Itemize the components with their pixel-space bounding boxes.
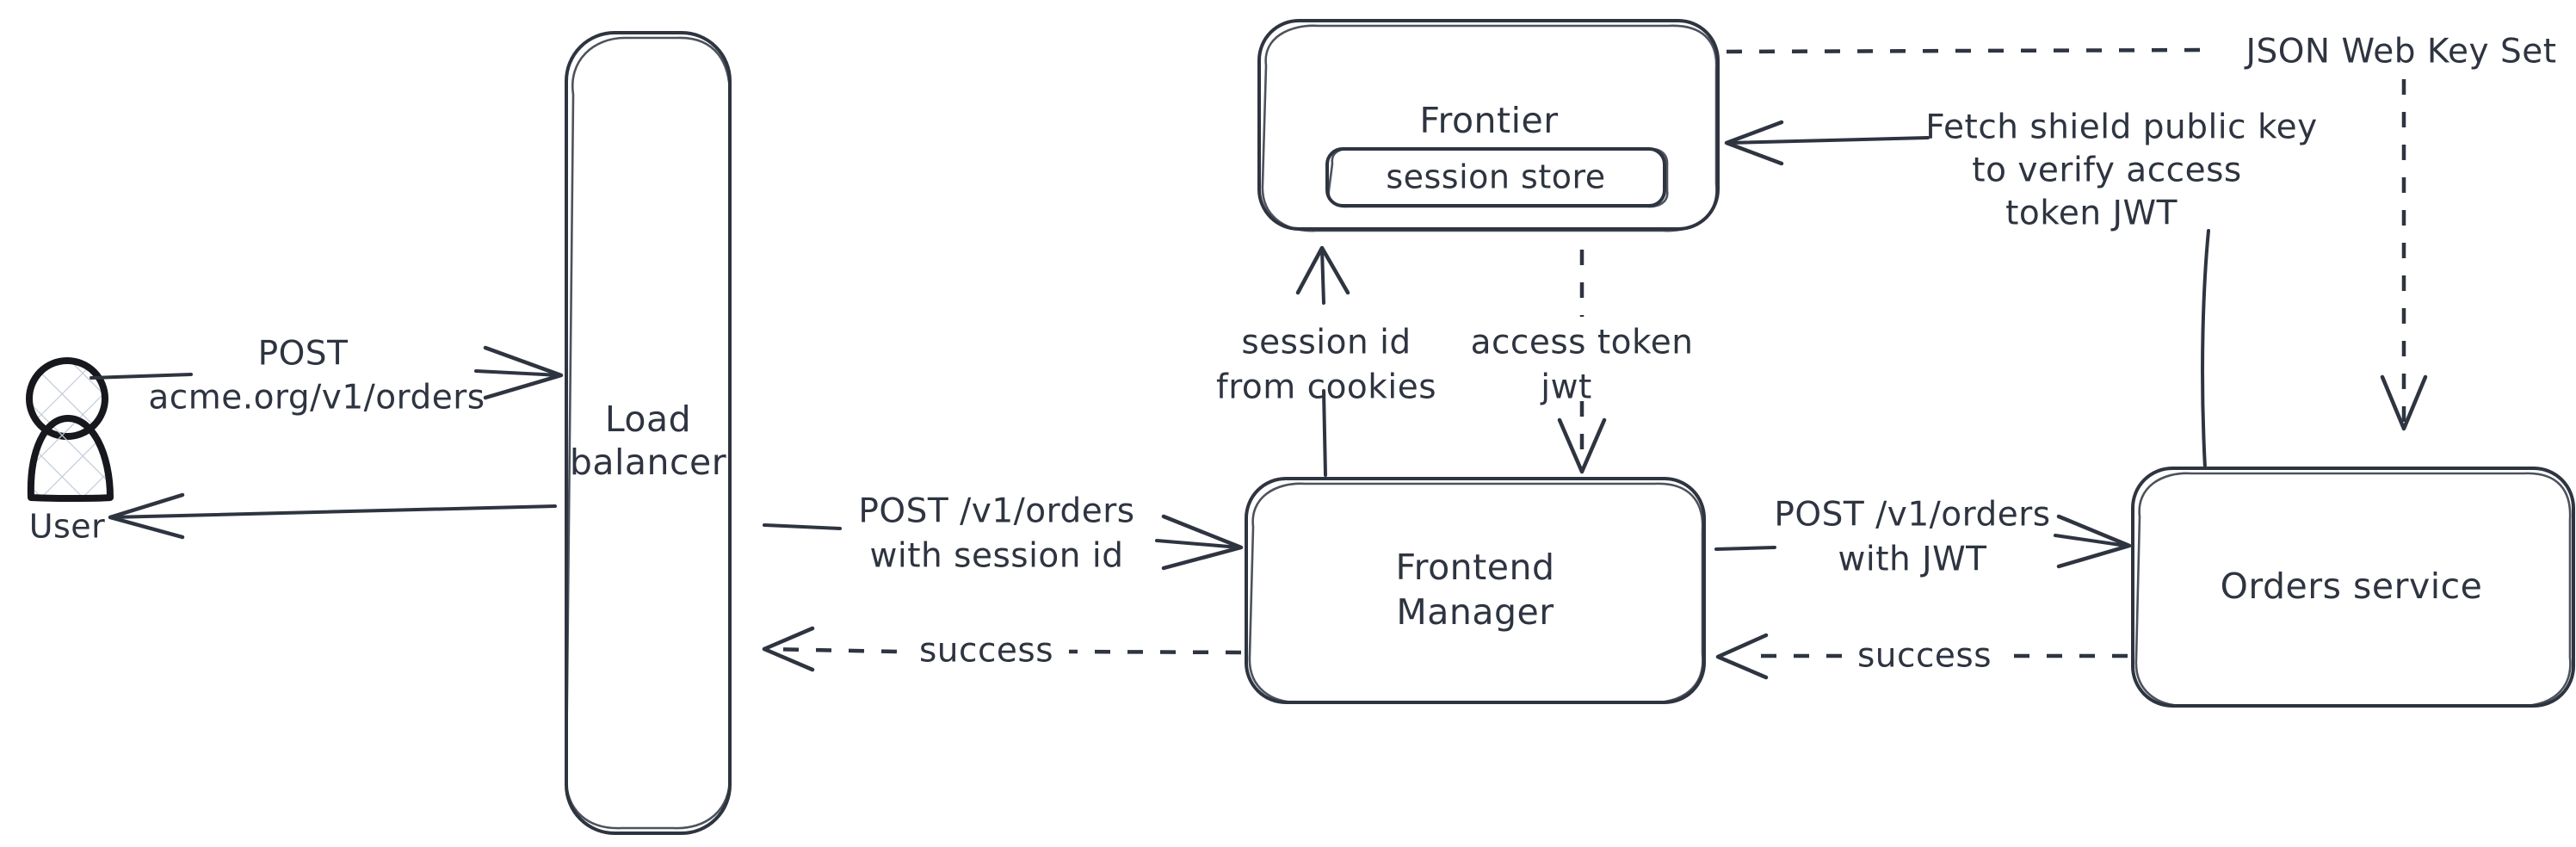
edge-orders-to-frontier-horizontal [1728,136,1930,145]
node-frontier-label: Frontier [1419,100,1558,141]
frontend-manager-shape-sketch [1248,482,1704,704]
edge-lb-to-fm-label-line2: with session id [870,537,1124,576]
edge-frontier-to-fm-arrowhead [1557,417,1607,474]
node-frontend-manager[interactable]: Frontend Manager [1245,477,1706,704]
frontier-shape-sketch [1261,24,1718,232]
edge-frontend-manager-to-frontier: session id from cookies [1216,245,1436,477]
edge-fm-to-orders-label-line2: with JWT [1838,541,1986,579]
frontend-manager-label-line1: Frontend [1396,547,1555,588]
frontend-manager-label-line2: Manager [1396,591,1554,633]
edge-user-to-lb-label-line2: acme.org/v1/orders [148,379,485,417]
edge-orders-to-fm-arrowhead [1715,633,1769,680]
edge-orders-to-fm-label: success [1857,637,1992,676]
edge-frontend-manager-to-orders-service: POST /v1/orders with JWT [1714,496,2132,579]
edge-frontier-to-fm-label-line2: jwt [1540,368,1592,407]
edge-fm-to-orders-label-line1: POST /v1/orders [1774,496,2050,535]
edge-lb-to-user-line [110,504,557,519]
edge-frontier-to-orders-horizontal [1726,47,2213,54]
edge-fm-to-lb-line-left [769,646,898,654]
edge-load-balancer-to-frontend-manager: POST /v1/orders with session id [763,492,1244,576]
edge-user-to-lb-line-right [474,369,561,377]
edge-user-to-load-balancer: POST acme.org/v1/orders [90,335,564,417]
edge-fm-to-lb-arrowhead [762,626,815,672]
edge-fm-to-orders-line-right [2054,534,2128,547]
edge-orders-service-to-frontier: Fetch shield public key to verify access… [1724,108,2318,470]
edge-lb-to-fm-line-left [763,523,842,530]
edge-fm-to-orders-line-left [1714,546,1776,551]
edge-fm-to-frontier-label-line1: session id [1241,324,1411,362]
edge-frontier-to-frontend-manager: access token jwt [1471,250,1694,474]
edge-frontend-manager-to-load-balancer: success [762,626,1242,672]
edge-load-balancer-to-user [108,492,557,540]
load-balancer-label-line2: balancer [570,442,726,483]
edge-orders-to-frontier-vertical [2201,229,2210,470]
edge-fm-to-frontier-label-line2: from cookies [1216,368,1436,407]
node-orders-service-label: Orders service [2221,566,2483,607]
edge-orders-service-to-frontend-manager: success [1715,633,2128,680]
edge-orders-to-frontier-label-line1: Fetch shield public key [1925,108,2318,147]
node-user-label: User [29,508,106,546]
edge-frontier-to-fm-label-line1: access token [1471,324,1694,362]
edge-fm-to-frontier-arrowhead [1295,245,1350,295]
edge-user-to-lb-label-line1: POST [258,335,349,374]
frontend-manager-shape [1245,477,1706,704]
edge-fm-to-frontier-line-lower [1322,389,1327,477]
node-session-store[interactable]: session store [1325,147,1669,208]
node-user[interactable]: User [26,357,114,546]
node-session-store-label: session store [1386,158,1605,196]
edge-user-to-lb-line-left [90,373,193,380]
edge-frontier-to-orders-arrowhead [2380,374,2428,431]
session-store-shape-sketch [1327,147,1669,208]
node-load-balancer[interactable]: Load balancer [565,31,732,835]
edge-fm-to-frontier-line-upper [1320,248,1325,305]
edge-fm-to-lb-label: success [919,632,1053,671]
edge-frontier-to-orders-label: JSON Web Key Set [2243,33,2556,71]
edge-lb-to-fm-line-right [1155,539,1241,549]
node-frontier[interactable]: Frontier session store [1257,19,1720,232]
edge-lb-to-fm-label-line1: POST /v1/orders [858,492,1134,531]
edge-frontier-to-orders-service: JSON Web Key Set [1726,33,2556,431]
edge-orders-to-frontier-arrowhead [1724,120,1784,166]
edge-lb-to-user-arrowhead [108,492,185,540]
orders-service-shape-sketch [2134,472,2572,708]
node-orders-service[interactable]: Orders service [2131,467,2575,708]
edge-lb-to-fm-arrowhead [1161,514,1244,571]
user-avatar-icon [26,357,114,502]
edge-user-to-lb-arrowhead [483,345,564,400]
edge-orders-to-frontier-label-line2: to verify access [1972,151,2241,190]
load-balancer-label-line1: Load [605,399,691,440]
load-balancer-shape-sketch [565,36,732,830]
edge-fm-to-orders-arrowhead [2056,514,2132,569]
edge-orders-to-frontier-label-line3: token JWT [2005,195,2178,233]
